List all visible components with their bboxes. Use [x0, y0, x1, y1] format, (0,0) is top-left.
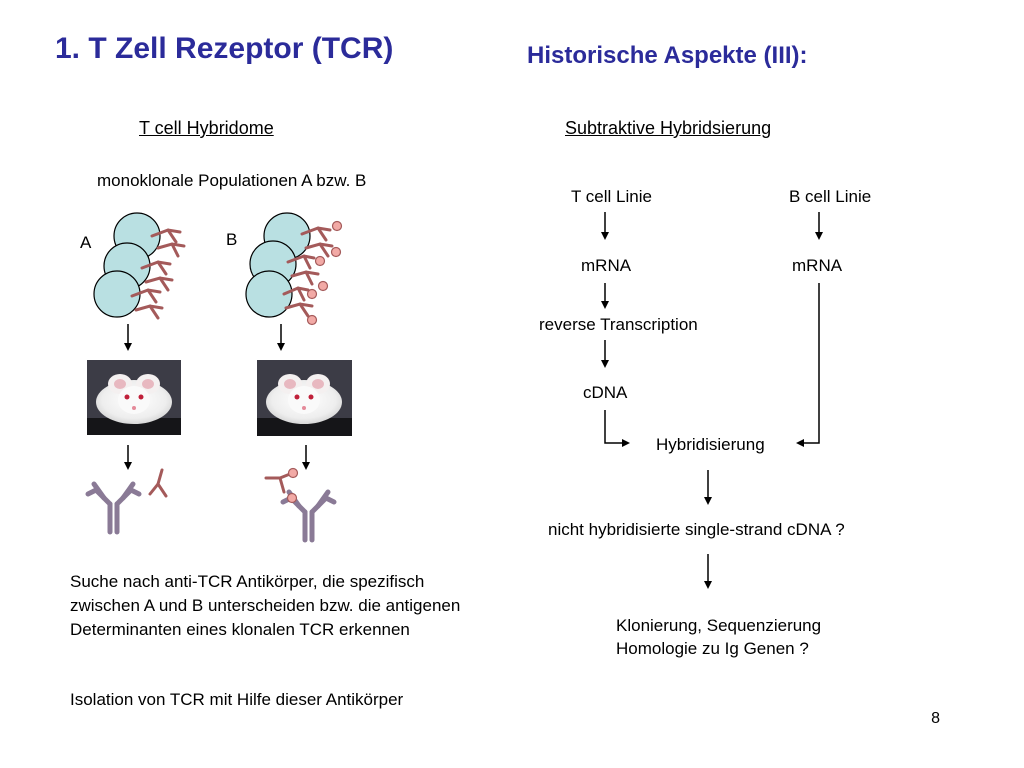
antigen-dots-bound	[286, 467, 299, 504]
cell-b-3	[245, 270, 293, 318]
arrow-cdna-to-hybrid	[604, 410, 630, 447]
b-cell-line-label: B cell Linie	[789, 187, 872, 206]
hybridisierung-label: Hybridisierung	[656, 435, 765, 454]
hybridome-heading: T cell Hybridome	[139, 118, 274, 138]
t-cell-line-label: T cell Linie	[571, 187, 652, 206]
tcr-receptors-b	[282, 226, 334, 318]
subtractive-heading: Subtraktive Hybridsierung	[565, 118, 772, 138]
search-paragraph: Suche nach anti-TCR Antikörper, die spez…	[70, 572, 461, 639]
reverse-transcription-label: reverse Transcription	[539, 315, 698, 334]
mouse-photo-a	[87, 360, 181, 435]
mrna-b-label: mRNA	[792, 256, 843, 275]
label-b: B	[226, 230, 238, 249]
cdna-label: cDNA	[583, 383, 628, 402]
page-number: 8	[931, 710, 940, 727]
populations-caption: monoklonale Populationen A bzw. B	[97, 171, 367, 190]
slide-subtitle: Historische Aspekte (III):	[527, 42, 808, 69]
cell-cluster-a	[93, 212, 186, 320]
isolation-paragraph: Isolation von TCR mit Hilfe dieser Antik…	[70, 690, 404, 709]
antigen-dots-b	[306, 220, 343, 326]
mouse-photo-b	[257, 360, 352, 436]
antibody-a	[85, 481, 142, 535]
tcr-receptors-a	[130, 228, 186, 320]
arrow-mrna-b-to-hybrid	[796, 283, 820, 447]
cloning-line-1: Klonierung, Sequenzierung	[616, 616, 822, 635]
free-tcr-a	[148, 468, 168, 498]
cloning-line-2: Homologie zu Ig Genen ?	[616, 639, 809, 658]
bound-tcr-b	[264, 472, 292, 494]
label-a: A	[80, 233, 92, 252]
single-strand-question: nicht hybridisierte single-strand cDNA ?	[548, 520, 845, 539]
slide-title: 1. T Zell Rezeptor (TCR)	[55, 32, 394, 65]
cell-cluster-b	[245, 212, 343, 326]
mrna-t-label: mRNA	[581, 256, 632, 275]
flow-arrows	[601, 212, 823, 589]
